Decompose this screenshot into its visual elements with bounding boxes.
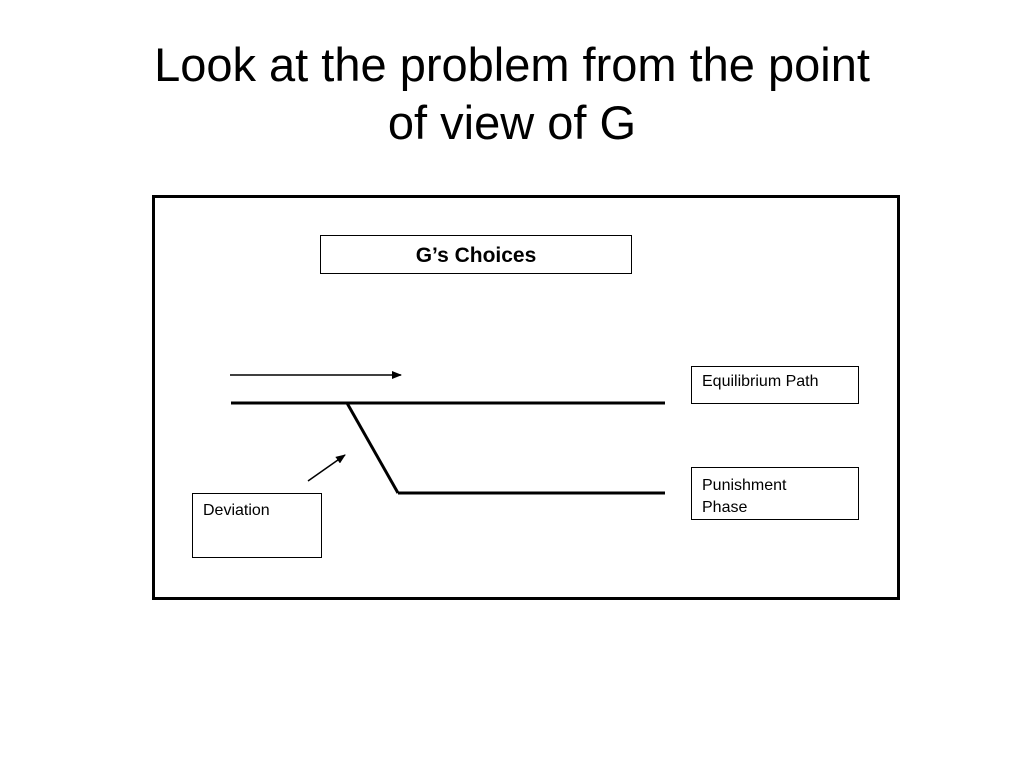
slide-title: Look at the problem from the point of vi… bbox=[0, 36, 1024, 152]
deviation-box: Deviation bbox=[192, 493, 322, 558]
deviation-pointer-arrow bbox=[307, 454, 346, 482]
slide-title-line-1: Look at the problem from the point bbox=[154, 38, 870, 91]
punishment-phase-box: Punishment Phase bbox=[691, 467, 859, 520]
choices-header-box: G’s Choices bbox=[320, 235, 632, 274]
deviation-label: Deviation bbox=[203, 502, 270, 519]
deviation-branch-line bbox=[345, 402, 400, 494]
equilibrium-path-box: Equilibrium Path bbox=[691, 366, 859, 404]
equilibrium-path-label: Equilibrium Path bbox=[702, 373, 819, 390]
slide-title-line-2: of view of G bbox=[387, 96, 637, 149]
punishment-phase-label-line-2: Phase bbox=[702, 499, 748, 516]
choices-header-label: G’s Choices bbox=[415, 244, 537, 267]
punishment-phase-label-line-1: Punishment bbox=[702, 477, 787, 494]
diagram-frame bbox=[152, 195, 900, 600]
